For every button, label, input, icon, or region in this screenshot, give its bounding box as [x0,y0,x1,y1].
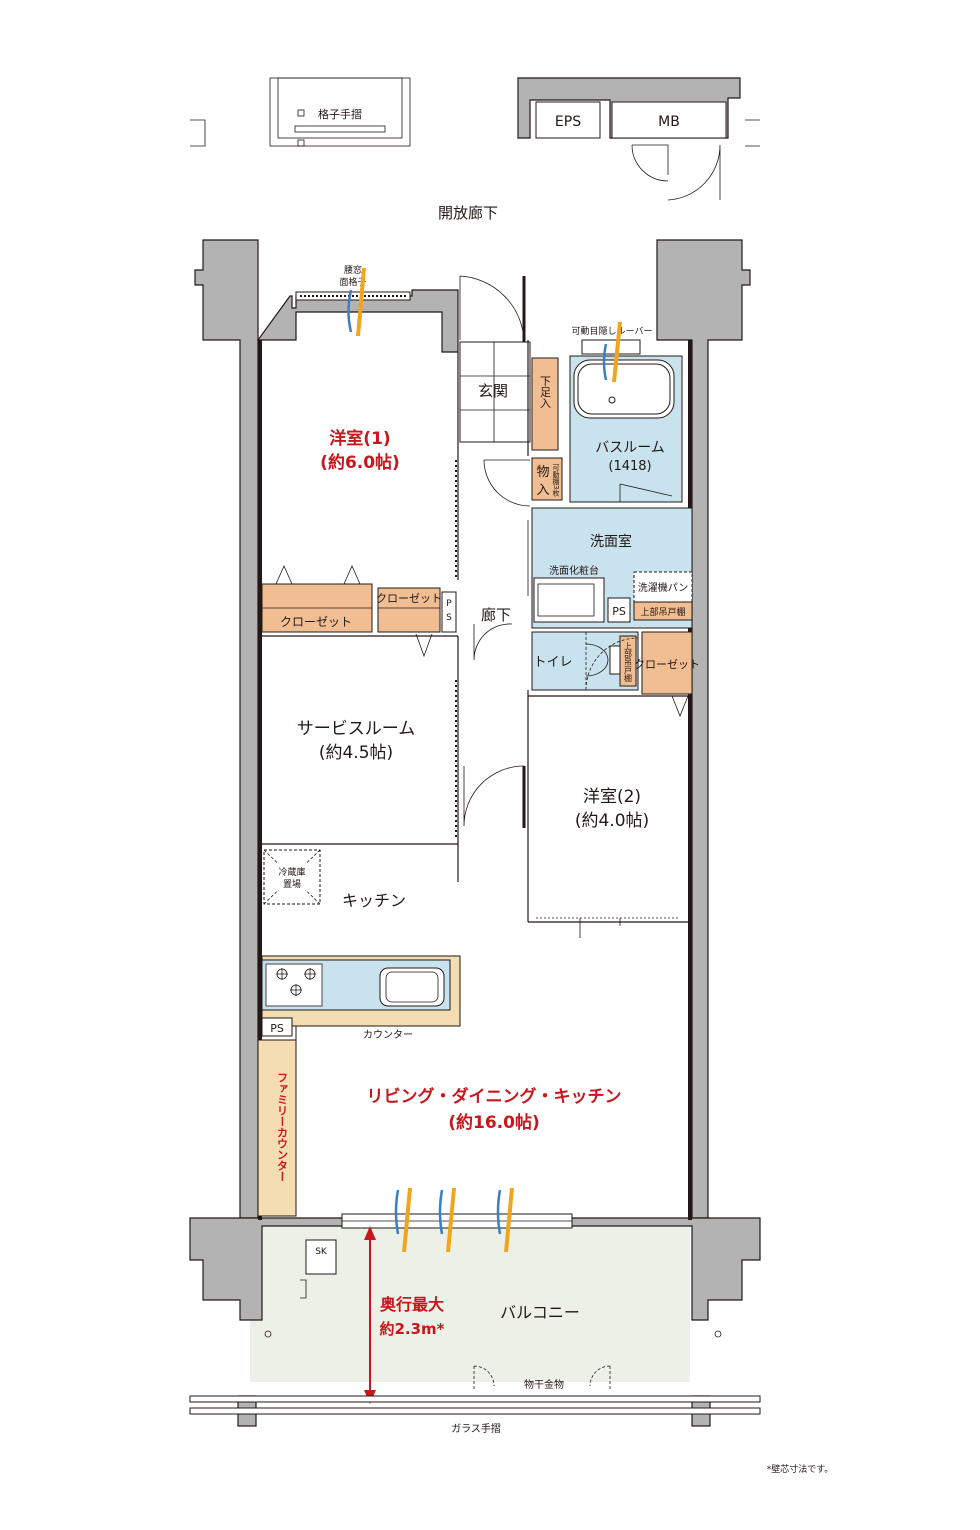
storage-label-top: 物 [536,465,549,480]
common-area: 格子手摺 EPS MB 開放廊下 [190,77,760,222]
ps-label-kitchen: PS [270,1022,284,1035]
hallway-label: 廊下 [481,606,511,624]
louver-label: 可動目隠しルーバー [572,325,653,337]
footnote: *壁芯寸法です。 [767,1463,834,1475]
ps-label-closet-bottom: S [446,613,452,623]
movable-shelf-label: 可動棚3枚 [552,464,560,498]
kitchen-counter: PS カウンター ファミリーカウンター [257,955,461,1217]
balcony-windows [341,1188,573,1252]
balcony: SK 奥行最大 約2.3m* バルコニー 物干金物 ガラス手摺 [189,1226,761,1435]
counter-label: カウンター [363,1029,413,1041]
western2-name: 洋室(2) [583,787,641,807]
kitchen-label: キッチン [342,891,406,910]
entrance-label: 玄関 [478,382,508,400]
western2-size: (約4.0帖) [575,811,649,831]
balcony-label: バルコニー [500,1303,580,1322]
entrance: 玄関 下足入 [459,275,559,451]
closets-west: クローゼット クローゼット P PS S [261,565,457,658]
toilet-shelf-label: 上部吊戸棚 [624,642,633,683]
sk-label: SK [315,1247,328,1257]
closet3-label: クローゼット [634,658,700,671]
washroom: 洗面室 洗面化粧台 PS 洗濯機パン 上部吊戸棚 [527,507,693,629]
drying-hardware-label: 物干金物 [524,1378,564,1391]
ldk-name: リビング・ダイニング・キッチン [367,1086,622,1107]
waist-window: 腰窓 面格子 [295,264,411,336]
fridge-space: 冷蔵庫 置場 [263,849,321,905]
service-room-size: (約4.5帖) [319,743,393,763]
bathroom-size: (1418) [608,459,651,474]
grating-label: 面格子 [339,276,366,288]
washroom-label: 洗面室 [590,533,632,550]
closet1-label: クローゼット [280,615,352,629]
bathroom: バスルーム (1418) 可動目隠しルーバー [569,322,683,503]
mb-label: MB [658,114,680,130]
lattice-rail-label: 格子手摺 [318,107,362,121]
depth-label: 奥行最大 [380,1295,444,1314]
corridor-label: 開放廊下 [438,204,498,222]
fridge-label: 冷蔵庫 [278,866,305,878]
storage: 物 物入 入 可動棚3枚 [483,457,563,507]
western1-size: (約6.0帖) [320,452,400,473]
western1-name: 洋室(1) [329,428,390,449]
waist-window-label: 腰窓 [344,264,362,276]
upper-cabinet-label: 上部吊戸棚 [640,606,685,618]
toilet: トイレ 上部吊戸棚 [531,631,639,691]
ps-label-washroom: PS [612,605,626,618]
interior-walls [262,340,692,938]
glass-rail-label: ガラス手摺 [451,1422,501,1435]
closet2-label: クローゼット [376,592,442,605]
ldk-size: (約16.0帖) [448,1112,539,1133]
ps-label-closet-top: P [446,599,452,609]
closet-western2: クローゼット [634,631,700,718]
vanity-label: 洗面化粧台 [549,564,599,577]
fridge-label-2: 置場 [283,878,301,890]
toilet-label: トイレ [533,655,572,670]
storage-label-bottom: 入 [536,483,549,498]
service-room-name: サービスルーム [297,719,416,739]
eps-label: EPS [555,114,581,130]
depth-value: 約2.3m* [379,1320,444,1338]
shoe-box-label: 下足入 [539,376,552,409]
room-labels: 洋室(1) (約6.0帖) 廊下 サービスルーム (約4.5帖) 洋室(2) (… [297,428,649,1133]
shoe-box [531,357,559,451]
bathroom-label: バスルーム [595,440,665,456]
washer-pan-label: 洗濯機パン [638,581,689,594]
family-counter-label: ファミリーカウンター [276,1072,289,1182]
